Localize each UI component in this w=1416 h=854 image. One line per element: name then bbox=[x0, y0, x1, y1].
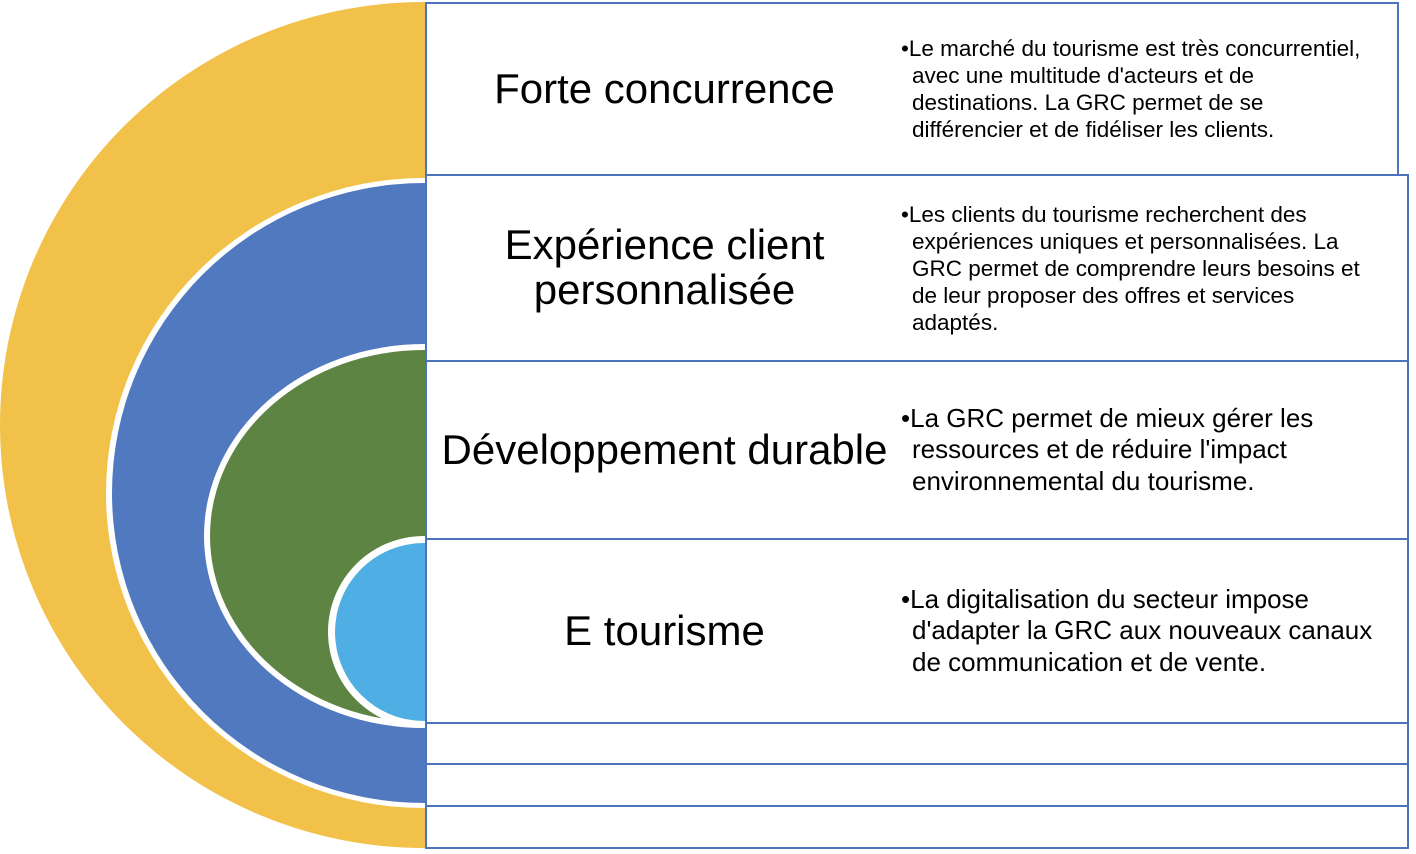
table-row: Expérience client personnalisée •Les cli… bbox=[425, 174, 1409, 362]
bullet-icon: • bbox=[901, 36, 909, 61]
table-row: Forte concurrence •Le marché du tourisme… bbox=[425, 2, 1399, 176]
content-table: Forte concurrence •Le marché du tourisme… bbox=[425, 2, 1409, 849]
table-row: E tourisme •La digitalisation du secteur… bbox=[425, 538, 1409, 724]
bullet-icon: • bbox=[901, 584, 911, 615]
row-body-text: Le marché du tourisme est très concurren… bbox=[908, 36, 1361, 142]
table-row-empty bbox=[425, 763, 1409, 807]
row-body-text: La GRC permet de mieux gérer les ressour… bbox=[910, 403, 1314, 496]
row-body: •La digitalisation du secteur impose d'a… bbox=[901, 584, 1392, 678]
row-title: Forte concurrence bbox=[494, 64, 835, 112]
bullet-icon: • bbox=[901, 403, 911, 434]
table-row-empty bbox=[425, 722, 1409, 765]
row-title: Développement durable bbox=[441, 425, 888, 473]
row-title: E tourisme bbox=[564, 606, 765, 654]
row-body: •Le marché du tourisme est très concurre… bbox=[901, 35, 1382, 143]
core-ring-shape bbox=[335, 543, 440, 721]
row-title: Expérience client personnalisée bbox=[504, 221, 825, 313]
concentric-rings-graphic bbox=[0, 2, 440, 848]
table-row-empty bbox=[425, 805, 1409, 849]
row-body: •Les clients du tourisme recherchent des… bbox=[901, 201, 1392, 336]
row-body-text: La digitalisation du secteur impose d'ad… bbox=[910, 584, 1373, 677]
row-body: •La GRC permet de mieux gérer les ressou… bbox=[901, 403, 1392, 497]
table-row: Développement durable •La GRC permet de … bbox=[425, 360, 1409, 540]
row-body-text: Les clients du tourisme recherchent des … bbox=[908, 201, 1360, 335]
bullet-icon: • bbox=[901, 201, 909, 227]
